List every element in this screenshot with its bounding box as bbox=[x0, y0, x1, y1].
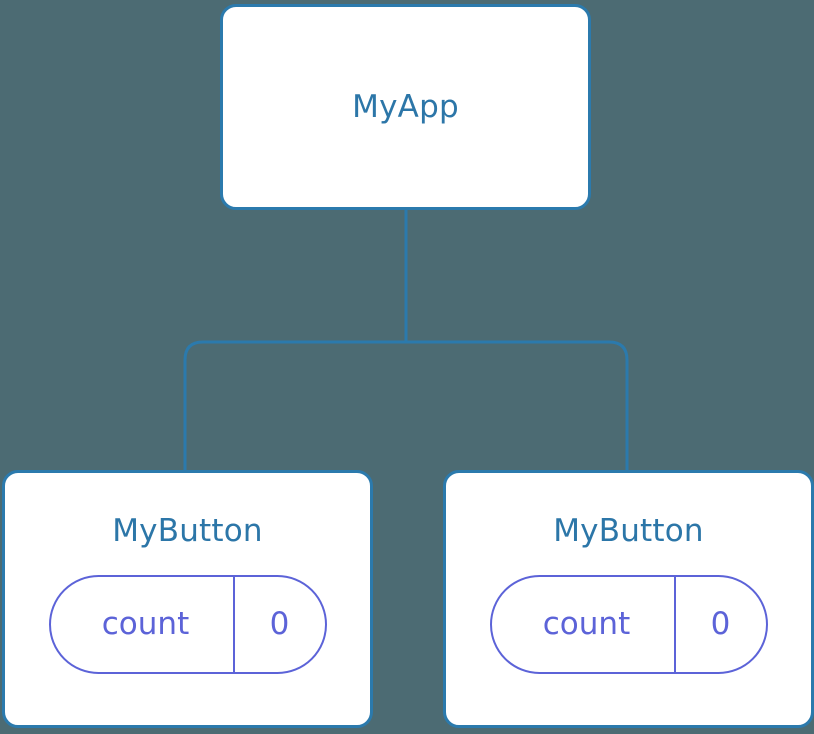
node-title: MyButton bbox=[553, 513, 704, 549]
node-myapp[interactable]: MyApp bbox=[220, 4, 591, 210]
state-value: 0 bbox=[710, 606, 731, 642]
state-value: 0 bbox=[269, 606, 290, 642]
node-mybutton-1[interactable]: MyButton count 0 bbox=[443, 470, 814, 728]
edge-root-to-child-0 bbox=[183, 340, 406, 472]
node-title: MyButton bbox=[112, 513, 263, 549]
node-mybutton-0[interactable]: MyButton count 0 bbox=[2, 470, 373, 728]
state-pill[interactable]: count 0 bbox=[48, 575, 327, 674]
state-key: count bbox=[492, 577, 676, 672]
edge-root-to-child-1 bbox=[406, 340, 629, 472]
state-key: count bbox=[51, 577, 235, 672]
state-pill[interactable]: count 0 bbox=[489, 575, 768, 674]
node-title: MyApp bbox=[352, 88, 459, 125]
